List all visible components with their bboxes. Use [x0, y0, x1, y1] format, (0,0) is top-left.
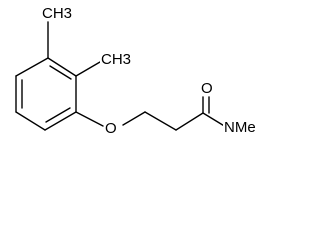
carbonyl-double-bond-a	[175, 112, 204, 131]
methyl-right-bond	[75, 61, 101, 77]
oxygen-to-ch2-bond	[122, 111, 146, 126]
ether-oxygen-label: O	[104, 120, 118, 137]
ring-bond-4	[15, 111, 46, 131]
ring-to-oxygen-bond	[75, 111, 104, 127]
amide-nitrogen-symbol: N	[224, 119, 235, 136]
carbonyl-to-nitrogen-bond	[202, 112, 227, 128]
benzene-ring	[15, 57, 77, 131]
ring-inner-bond-1	[49, 65, 72, 80]
molecule-structure	[15, 21, 227, 131]
ring-bond-6	[15, 57, 49, 77]
ring-inner-bond-2	[45, 107, 71, 123]
methyl-top-label: CH3	[41, 5, 74, 22]
ring-bond-1	[47, 57, 77, 77]
n-methyl-symbol: Me	[234, 119, 256, 136]
amide-nitrogen-label: NMe	[223, 120, 257, 135]
ch2-to-carbonyl-bond	[144, 111, 177, 131]
ring-bond-3	[44, 111, 77, 131]
methyl-right-label: CH3	[100, 51, 133, 68]
carbonyl-oxygen-label: O	[200, 80, 214, 97]
